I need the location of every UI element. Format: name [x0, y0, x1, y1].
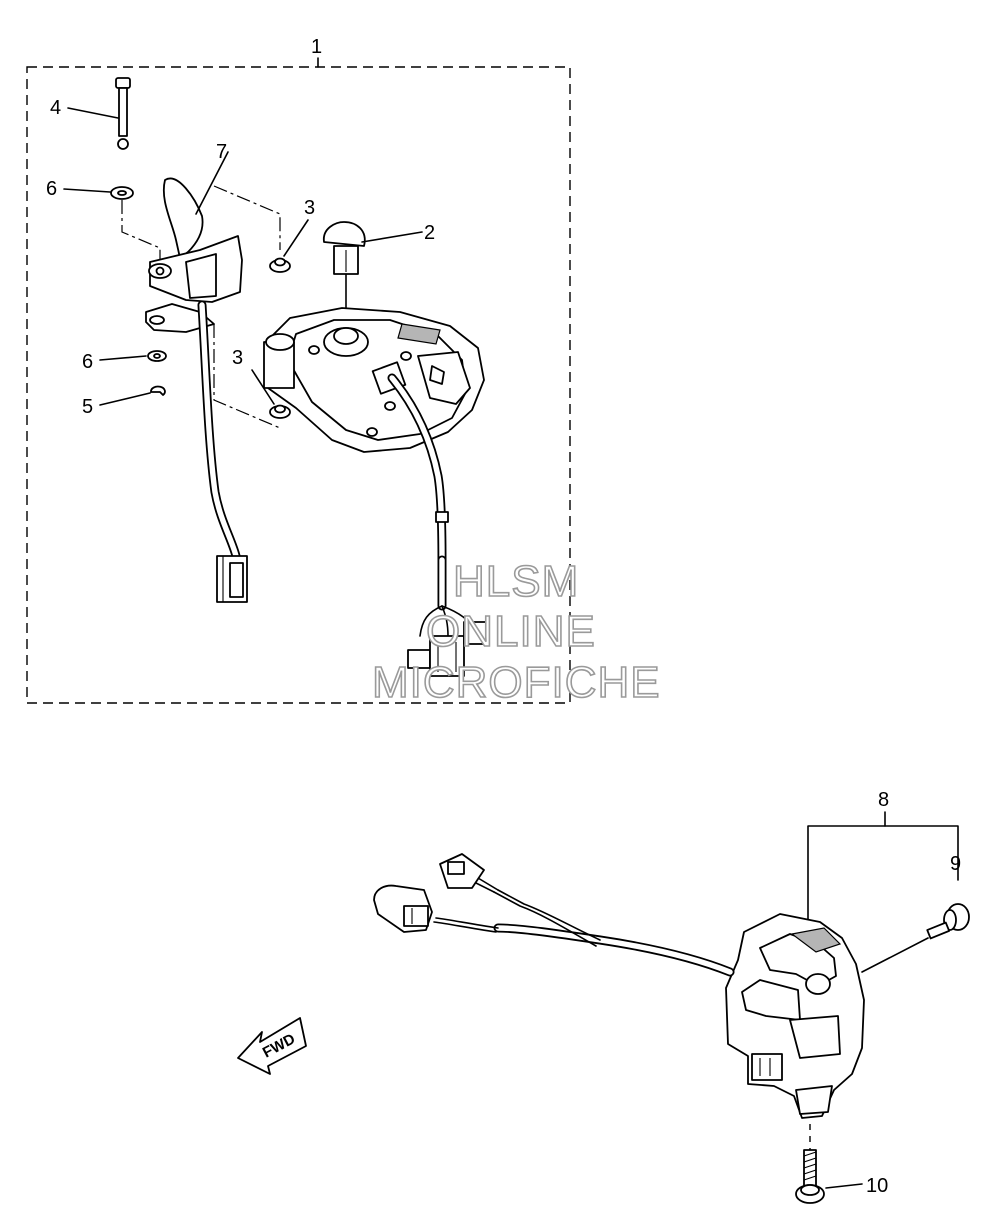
switch-wire-harness — [387, 373, 487, 677]
bushing-part-3-upper — [269, 257, 291, 273]
watermark: HLSM ONLINE MICROFICHE — [371, 556, 661, 708]
left-switch-housing — [263, 307, 485, 453]
right-switch-wire-harness — [373, 853, 735, 977]
callout-8: 8 — [878, 789, 889, 811]
pin-part-4 — [115, 77, 131, 150]
watermark-line-1: HLSM — [453, 557, 579, 606]
fwd-arrow-icon: FWD — [237, 1017, 307, 1075]
screw-part-9 — [926, 903, 970, 940]
circlip-part-5 — [150, 385, 166, 396]
bushing-part-3-lower — [269, 404, 291, 419]
screw-part-10 — [795, 1149, 825, 1204]
callout-6-upper: 6 — [46, 178, 57, 200]
watermark-line-2: ONLINE — [426, 607, 596, 656]
callout-9: 9 — [950, 853, 961, 875]
callout-10: 10 — [866, 1175, 888, 1197]
callout-1: 1 — [311, 36, 322, 58]
callout-7: 7 — [216, 141, 227, 163]
right-switch-housing-part-8 — [725, 913, 865, 1119]
callout-3-lower: 3 — [232, 347, 243, 369]
callout-4: 4 — [50, 97, 61, 119]
watermark-line-3: MICROFICHE — [372, 658, 661, 707]
push-button-part-2 — [323, 221, 366, 319]
washer-part-6-upper — [110, 186, 134, 200]
assembly-1-boundary — [26, 66, 571, 704]
lever-wire-harness — [197, 300, 248, 603]
callout-6-lower: 6 — [82, 351, 93, 373]
washer-part-6-lower — [147, 350, 167, 362]
callout-2: 2 — [424, 222, 435, 244]
callout-5: 5 — [82, 396, 93, 418]
lever-part-7 — [145, 177, 243, 333]
callout-3-upper: 3 — [304, 197, 315, 219]
